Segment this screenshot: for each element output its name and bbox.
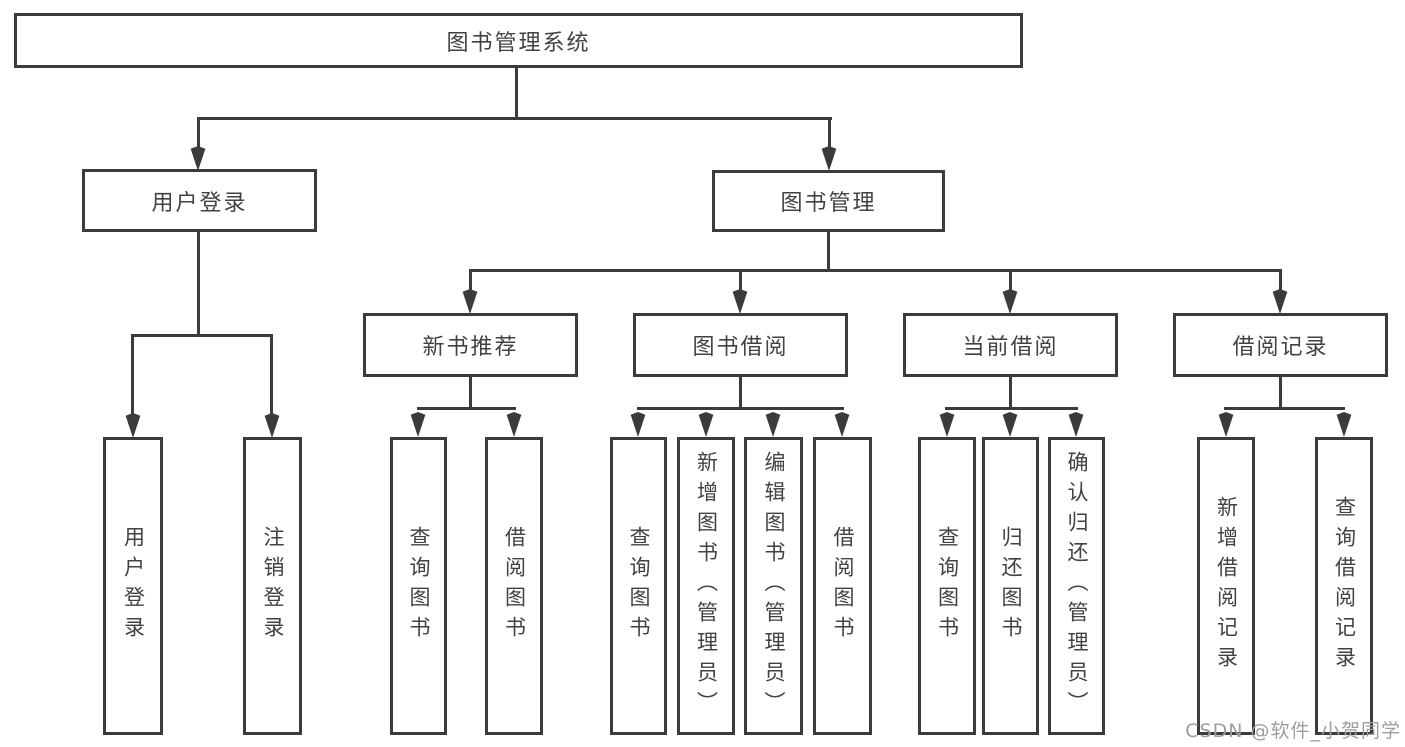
arrowhead-down-icon [698, 412, 714, 437]
arrowhead-down-icon [1336, 412, 1352, 437]
connector [469, 269, 472, 293]
node-book-borrowing-label: 图书借阅 [692, 335, 789, 360]
connector [1279, 377, 1282, 409]
arrowhead-down-icon [1068, 412, 1084, 437]
leaf-records-query-record: 查询借阅记录 [1315, 437, 1373, 735]
leaf-borrowing-add-books-admin: 新增图书（管理员） [677, 437, 735, 735]
arrowhead-down-icon [190, 146, 206, 171]
watermark: CSDN @软件_小贺同学 [1185, 720, 1401, 742]
leaf-user-login: 用户登录 [103, 437, 163, 735]
leaf-recommend-query-books: 查询图书 [390, 437, 447, 735]
arrowhead-down-icon [821, 146, 837, 171]
connector [197, 117, 200, 149]
leaf-current-query-books-label: 查询图书 [935, 526, 960, 646]
node-user-login-label: 用户登录 [151, 190, 248, 216]
leaf-user-login-label: 用户登录 [121, 526, 146, 646]
node-new-book-recommend: 新书推荐 [363, 313, 578, 377]
connector [197, 231, 200, 336]
connector [1279, 269, 1282, 293]
leaf-borrowing-query-books: 查询图书 [610, 437, 667, 735]
arrowhead-down-icon [264, 413, 280, 438]
node-root: 图书管理系统 [14, 13, 1023, 68]
connector [131, 334, 273, 337]
leaf-recommend-borrow-books: 借阅图书 [485, 437, 543, 735]
node-borrowing-records: 借阅记录 [1173, 313, 1388, 377]
node-book-management: 图书管理 [712, 170, 945, 232]
leaf-logout: 注销登录 [243, 437, 302, 735]
connector [1009, 269, 1012, 293]
connector [739, 377, 742, 409]
leaf-recommend-borrow-books-label: 借阅图书 [502, 526, 527, 646]
arrowhead-down-icon [630, 412, 646, 437]
node-current-borrowing-label: 当前借阅 [962, 335, 1059, 360]
connector [131, 334, 134, 418]
leaf-current-return-books-label: 归还图书 [999, 526, 1023, 646]
arrowhead-down-icon [732, 289, 748, 314]
node-borrowing-records-label: 借阅记录 [1232, 335, 1329, 360]
arrowhead-down-icon [834, 412, 850, 437]
leaf-borrowing-add-books-admin-label: 新增图书（管理员） [694, 451, 719, 721]
connector [417, 407, 516, 410]
connector [197, 117, 832, 120]
connector [270, 334, 273, 418]
arrowhead-down-icon [462, 289, 478, 314]
arrowhead-down-icon [1002, 412, 1018, 437]
connector [469, 377, 472, 409]
connector [469, 269, 1282, 272]
arrowhead-down-icon [1002, 289, 1018, 314]
node-user-login: 用户登录 [82, 169, 317, 232]
node-current-borrowing: 当前借阅 [903, 313, 1118, 377]
connector [1009, 377, 1012, 409]
leaf-recommend-query-books-label: 查询图书 [407, 526, 431, 646]
node-root-label: 图书管理系统 [446, 30, 591, 56]
leaf-borrowing-edit-books-admin-label: 编辑图书（管理员） [762, 451, 786, 721]
connector [515, 67, 518, 119]
node-new-book-recommend-label: 新书推荐 [422, 335, 519, 360]
leaf-borrowing-borrow-books: 借阅图书 [813, 437, 872, 735]
connector [1224, 407, 1345, 410]
leaf-current-query-books: 查询图书 [918, 437, 976, 735]
leaf-current-confirm-return-admin-label: 确认归还（管理员） [1065, 451, 1089, 721]
leaf-records-query-record-label: 查询借阅记录 [1332, 496, 1357, 676]
connector [827, 231, 830, 272]
leaf-records-add-record-label: 新增借阅记录 [1214, 496, 1239, 676]
arrowhead-down-icon [410, 412, 426, 437]
node-book-management-label: 图书管理 [780, 191, 877, 216]
leaf-current-return-books: 归还图书 [982, 437, 1039, 735]
connector [945, 407, 1078, 410]
leaf-borrowing-edit-books-admin: 编辑图书（管理员） [744, 437, 803, 735]
arrowhead-down-icon [939, 412, 955, 437]
arrowhead-down-icon [1218, 412, 1234, 437]
leaf-current-confirm-return-admin: 确认归还（管理员） [1048, 437, 1105, 735]
leaf-borrowing-query-books-label: 查询图书 [627, 526, 651, 646]
arrowhead-down-icon [506, 412, 522, 437]
arrowhead-down-icon [125, 413, 141, 438]
leaf-logout-label: 注销登录 [261, 526, 285, 646]
connector [637, 407, 844, 410]
leaf-borrowing-borrow-books-label: 借阅图书 [831, 526, 855, 646]
arrowhead-down-icon [1272, 289, 1288, 314]
connector [828, 117, 831, 149]
arrowhead-down-icon [765, 412, 781, 437]
connector [739, 269, 742, 293]
leaf-records-add-record: 新增借阅记录 [1197, 437, 1255, 735]
node-book-borrowing: 图书借阅 [633, 313, 848, 377]
